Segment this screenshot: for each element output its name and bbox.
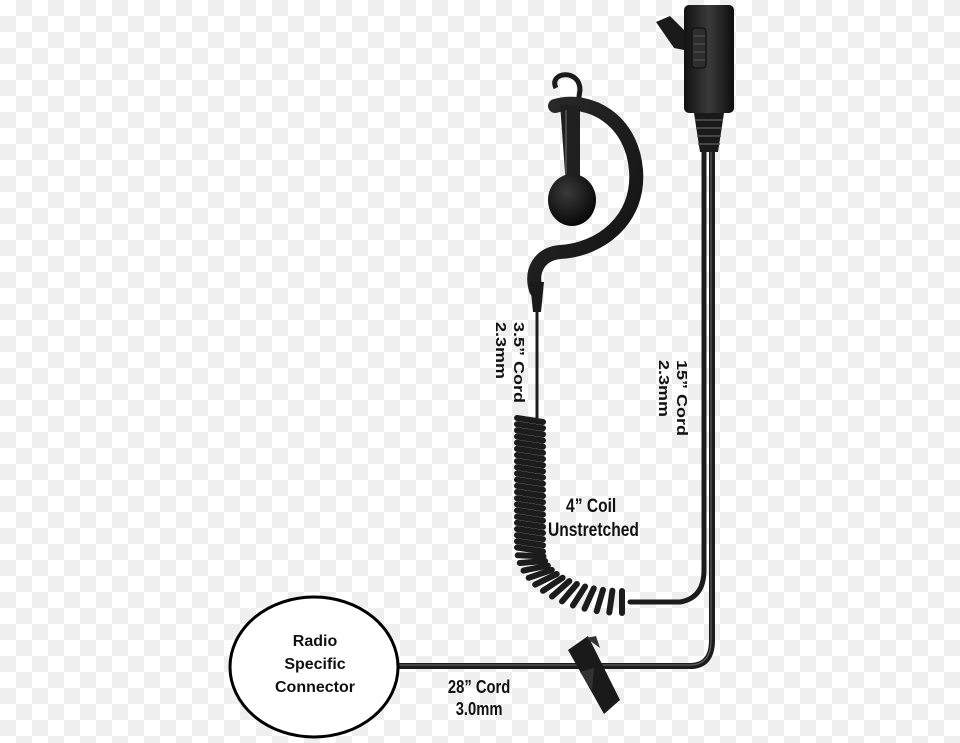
coil-loop [514, 415, 546, 425]
coil-cord [514, 415, 625, 616]
coil-loop [569, 583, 589, 609]
coil-loop [514, 421, 546, 432]
label-coil-state: Unstretched [548, 520, 639, 541]
connector-label: Radio Specific Connector [250, 630, 380, 699]
coil-loop [559, 581, 580, 605]
coil-loop [540, 574, 566, 594]
coil-loop [514, 501, 546, 512]
connector-label-line-3: Connector [275, 679, 355, 696]
label-coil-length: 4” Coil [566, 496, 617, 517]
coil-loop [514, 519, 546, 530]
coil-loop [514, 526, 546, 536]
top-plug-icon [656, 5, 734, 152]
label-cord-28-gauge: 3.0mm [455, 699, 503, 719]
coil-loop [514, 495, 546, 506]
coil-loop [581, 585, 597, 612]
radio-connector-circle [228, 595, 400, 739]
coil-loop [516, 558, 549, 566]
coil-loop [514, 439, 546, 450]
coil-branch-cord [627, 147, 707, 605]
coil-loop [525, 566, 555, 581]
coil-loop [514, 552, 547, 560]
earbud-icon [548, 174, 596, 226]
coil-loop [514, 464, 546, 475]
hook-strain-relief [530, 282, 544, 312]
coil-loop [514, 458, 546, 469]
coil-loop [514, 433, 546, 444]
coil-loop [514, 532, 546, 543]
label-cord-3-5-gauge: 2.3mm [492, 322, 510, 380]
coil-loop [549, 578, 573, 600]
coil-loop [514, 452, 546, 462]
coil-loop [532, 571, 560, 588]
coil-loop [514, 507, 546, 518]
coil-loop [514, 513, 546, 524]
label-coil: 4” Coil Unstretched [548, 495, 639, 543]
label-cord-15-length: 15” Cord [673, 360, 691, 437]
coil-loop [514, 538, 546, 549]
connector-label-line-2: Specific [284, 656, 346, 673]
label-cord-3-5: 3.5” Cord 2.3mm [492, 322, 528, 403]
label-cord-3-5-length: 3.5” Cord [510, 322, 528, 404]
ear-hook-icon [527, 72, 644, 297]
coil-loop [520, 562, 551, 574]
coil-loop [514, 489, 546, 499]
coil-loop [514, 544, 546, 555]
coil-loop [606, 587, 616, 616]
coil-loop [514, 482, 546, 493]
label-cord-28: 28” Cord 3.0mm [434, 676, 524, 720]
clothing-clip-icon [568, 636, 620, 714]
label-cord-15-gauge: 2.3mm [655, 360, 673, 418]
coil-loop [514, 427, 546, 438]
coil-loop [514, 445, 546, 456]
connector-label-line-1: Radio [292, 633, 338, 650]
coil-loop [593, 586, 606, 615]
label-cord-15: 15” Cord 2.3mm [655, 360, 691, 436]
coil-loop [514, 476, 546, 487]
label-cord-28-length: 28” Cord [447, 677, 511, 697]
coil-loop [514, 470, 546, 481]
main-cord [393, 147, 715, 669]
